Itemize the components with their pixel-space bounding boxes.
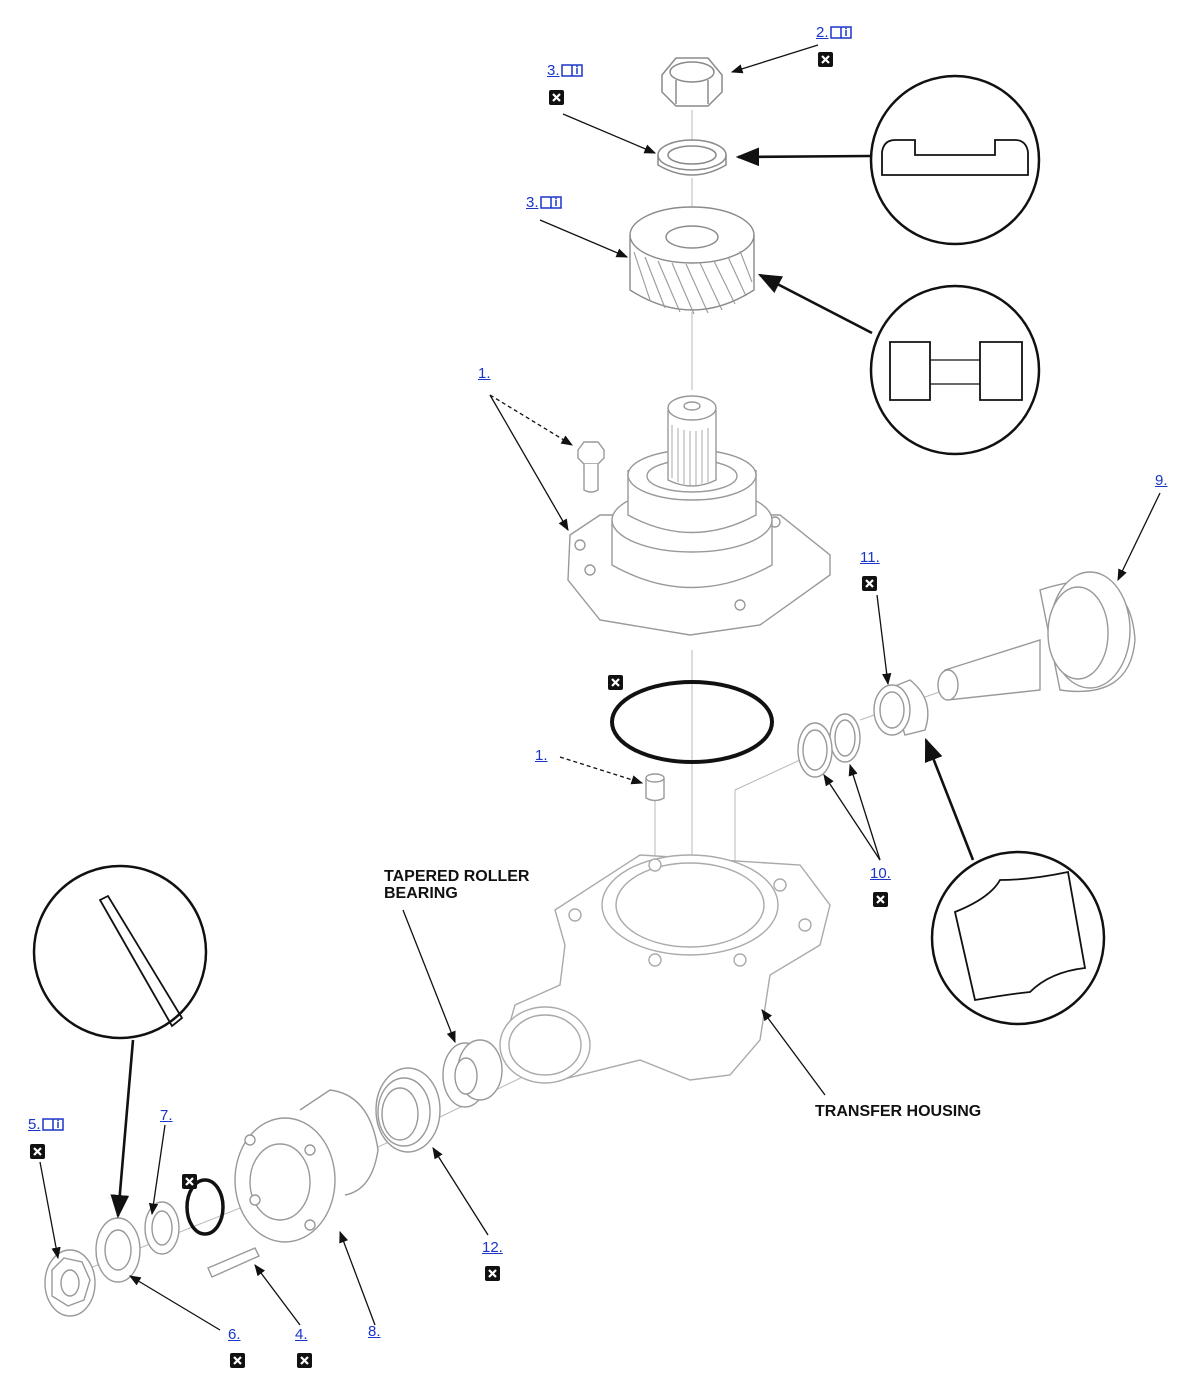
callout-2[interactable]: 2. xyxy=(816,25,852,41)
replace-part-icon xyxy=(297,1353,312,1368)
companion-flange xyxy=(234,1089,379,1243)
callout-3-upper[interactable]: 3. xyxy=(547,63,583,79)
detail-circle-spacer xyxy=(869,74,1041,246)
callout-5[interactable]: 5. xyxy=(28,1117,64,1133)
label-transfer-housing: TRANSFER HOUSING xyxy=(815,1103,982,1120)
callout-6[interactable]: 6. xyxy=(228,1326,241,1343)
callout-4[interactable]: 4. xyxy=(295,1326,308,1343)
replace-part-icon xyxy=(608,675,623,690)
oil-seal xyxy=(375,1067,441,1153)
replace-part-icon xyxy=(818,52,833,67)
label-tapered-line1: TAPERED ROLLER xyxy=(384,868,530,885)
callout-1-flange[interactable]: 1. xyxy=(478,365,491,382)
dowel-pin xyxy=(645,773,665,802)
washer-7 xyxy=(144,1201,180,1255)
callout-9[interactable]: 9. xyxy=(1155,472,1168,489)
callout-12[interactable]: 12. xyxy=(482,1239,503,1256)
tapered-roller-bearing xyxy=(442,1039,503,1108)
centerlines xyxy=(59,110,946,1281)
detail-circle-gear xyxy=(869,284,1041,456)
stud-bolt xyxy=(207,1247,260,1278)
output-flange-assembly xyxy=(567,395,831,636)
replace-part-icon xyxy=(182,1174,197,1189)
callout-11[interactable]: 11. xyxy=(860,549,880,566)
callout-10[interactable]: 10. xyxy=(870,865,891,882)
replace-part-icon xyxy=(485,1266,500,1281)
callout-5-text[interactable]: 5. xyxy=(28,1116,41,1133)
washer-6 xyxy=(95,1217,141,1283)
lock-nut-top xyxy=(661,57,723,107)
spacer-collar xyxy=(657,139,727,176)
callout-2-text[interactable]: 2. xyxy=(816,24,829,41)
o-ring-small xyxy=(185,1178,225,1236)
helical-gear xyxy=(629,206,755,315)
replace-part-icon xyxy=(30,1144,45,1159)
o-ring-large xyxy=(610,680,774,764)
detail-pointers xyxy=(110,147,975,1219)
detail-circle-washer xyxy=(32,864,208,1040)
leader-lines xyxy=(39,44,1161,1331)
bolt xyxy=(577,441,605,493)
callout-7[interactable]: 7. xyxy=(160,1107,173,1124)
collar-11 xyxy=(873,679,929,736)
transfer-housing-body xyxy=(499,854,831,1084)
callout-1-dowel[interactable]: 1. xyxy=(535,747,548,764)
driven-gear-shaft xyxy=(937,571,1136,701)
book-info-icon[interactable] xyxy=(41,1117,64,1131)
replace-part-icon xyxy=(549,90,564,105)
book-info-icon[interactable] xyxy=(829,25,852,39)
detail-circle-collar xyxy=(930,850,1106,1026)
book-info-icon[interactable] xyxy=(560,63,583,77)
callout-3-gear[interactable]: 3. xyxy=(526,195,562,211)
replace-part-icon xyxy=(230,1353,245,1368)
shims-10 xyxy=(797,713,861,778)
flange-nut xyxy=(44,1249,96,1317)
callout-3-gear-text[interactable]: 3. xyxy=(526,194,539,211)
book-info-icon[interactable] xyxy=(539,195,562,209)
callout-3-upper-text[interactable]: 3. xyxy=(547,62,560,79)
callout-8[interactable]: 8. xyxy=(368,1323,381,1340)
replace-part-icon xyxy=(873,892,888,907)
replace-part-icon xyxy=(862,576,877,591)
label-tapered-roller-bearing: TAPERED ROLLER BEARING xyxy=(384,868,529,902)
label-tapered-line2: BEARING xyxy=(384,885,458,902)
